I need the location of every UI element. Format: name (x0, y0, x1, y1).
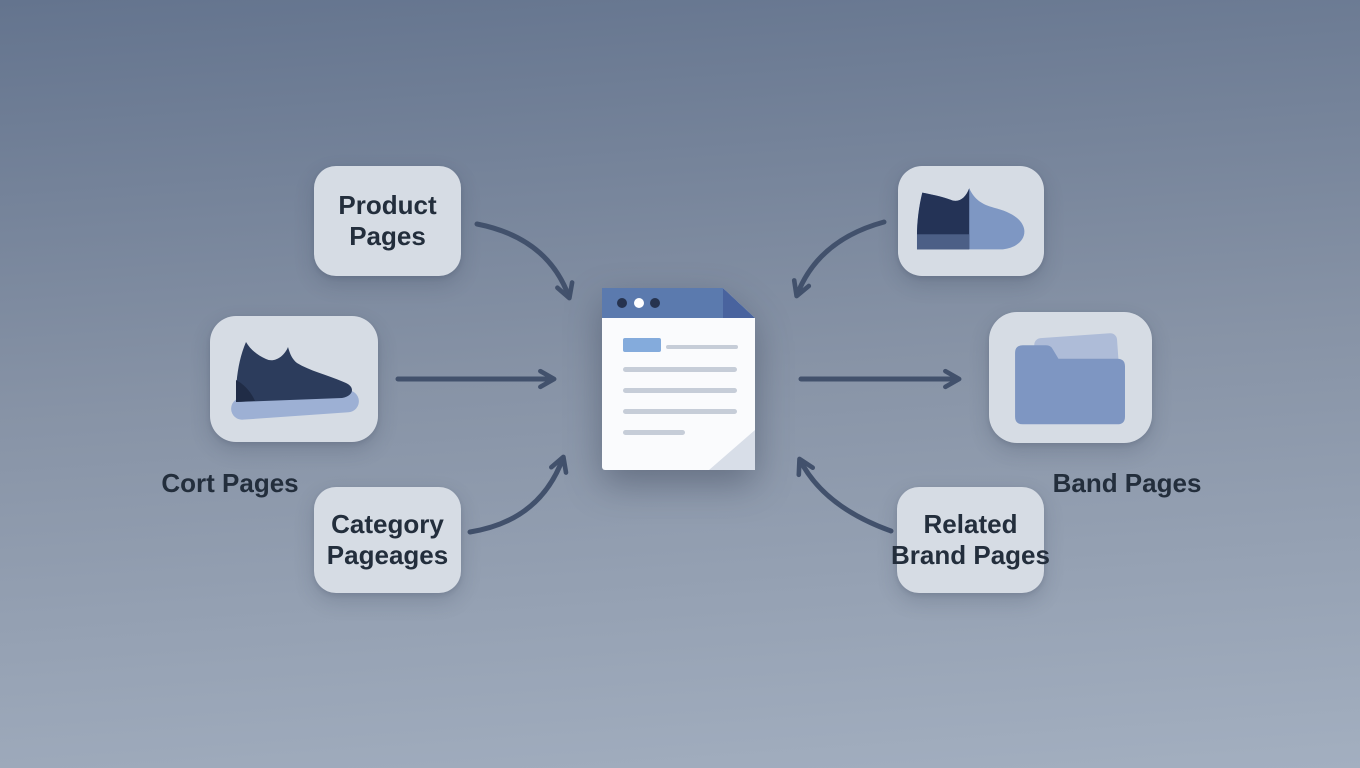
webpage-blue-block (623, 338, 661, 352)
arrow-related-to-center (796, 456, 894, 534)
node-label: Product (338, 190, 437, 221)
arrow-product-to-center (474, 221, 575, 301)
node-category-pages: Category Pageages (314, 487, 461, 593)
node-cart-pages-image (210, 316, 378, 442)
node-band-pages-image (989, 312, 1152, 443)
folder-icon (1014, 332, 1125, 424)
webpage-page-curl (709, 430, 755, 470)
webpage-sheet (602, 288, 755, 470)
label-band-pages: Band Pages (1052, 468, 1202, 498)
node-product-pages: Product Pages (314, 166, 461, 276)
node-brand-shoe-image (898, 166, 1044, 276)
webpage-text-line (623, 430, 685, 435)
window-dot-icon (617, 298, 627, 308)
webpage-icon (602, 288, 755, 470)
node-label: Related (923, 509, 1018, 540)
arrow-brandshoe-to-center (791, 219, 887, 299)
sneaker-icon (231, 342, 359, 420)
sneaker-icon (916, 188, 1025, 250)
node-label: Pages (349, 221, 426, 251)
window-dot-icon (634, 298, 644, 308)
node-label: Brand Pages (891, 540, 1050, 570)
node-label: Category (331, 509, 444, 540)
webpage-text-line (623, 409, 737, 414)
webpage-text-line (623, 367, 737, 372)
node-related-brand-pages: Related Brand Pages (891, 487, 1050, 593)
label-cort-pages: Cort Pages (161, 468, 299, 498)
webpage-text-line (666, 345, 738, 349)
arrow-category-to-center (467, 454, 569, 535)
webpage-corner-fold (723, 288, 755, 318)
window-dot-icon (650, 298, 660, 308)
node-label: Pageages (326, 540, 449, 570)
webpage-text-line (623, 388, 737, 393)
